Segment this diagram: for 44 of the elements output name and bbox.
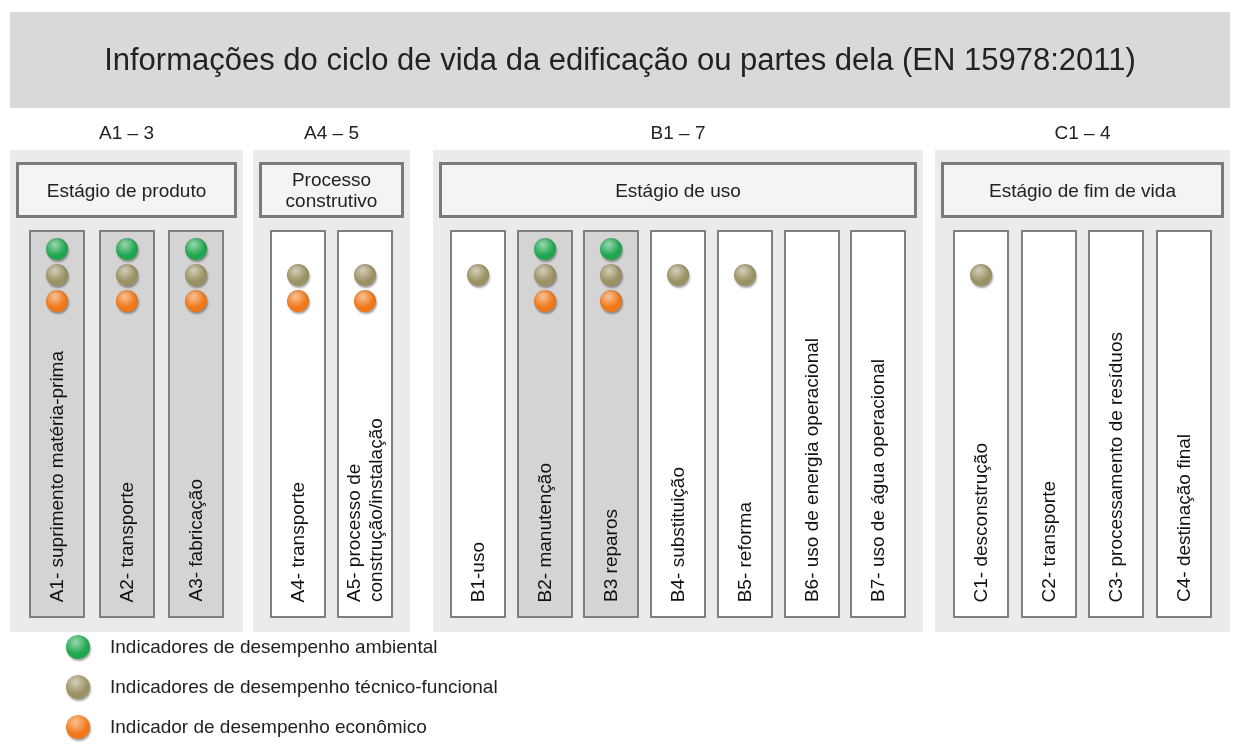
module-column <box>449 230 506 618</box>
module-column <box>167 230 224 618</box>
group-heading: A1 – 3 <box>99 120 154 145</box>
legend-label: Indicadores de desempenho ambiental <box>110 634 438 659</box>
module-column <box>952 230 1009 618</box>
module-label: A4- transporte <box>287 481 309 602</box>
module-column <box>29 230 86 618</box>
group-heading: B1 – 7 <box>650 120 706 145</box>
module-label: B5- reforma <box>733 501 756 602</box>
module-column <box>650 230 706 618</box>
module-label: C2- transporte <box>1037 480 1060 602</box>
module-label: B4- substituição <box>667 466 689 602</box>
module-column <box>850 230 907 618</box>
module-column <box>270 230 326 618</box>
group-heading: A4 – 5 <box>304 120 359 145</box>
module-label: A3- fabricação <box>184 479 207 602</box>
stage-header: Processo construtivo <box>259 162 404 218</box>
title-banner: Informações do ciclo de vida da edificação ou partes dela (EN 15978:2011) <box>10 12 1230 108</box>
module-label: A2- transporte <box>115 481 138 602</box>
module-column <box>98 230 155 618</box>
module-label: B7- uso de água operacional <box>867 359 890 602</box>
legend-label: Indicadores de desempenho técnico-funcional <box>110 674 498 699</box>
module-label: B3 reparos <box>600 509 623 602</box>
module-label: C3- processamento de resíduos <box>1105 331 1128 602</box>
module-column <box>783 230 840 618</box>
module-label: B1-uso <box>466 541 489 602</box>
module-column <box>516 230 573 618</box>
group-heading: C1 – 4 <box>1054 120 1111 145</box>
stage-header: Estágio de fim de vida <box>941 162 1224 218</box>
module-label: A1- suprimento matéria-prima <box>46 350 69 602</box>
module-column <box>716 230 773 618</box>
module-column <box>1020 230 1077 618</box>
module-column <box>1088 230 1145 618</box>
stage-header: Estágio de produto <box>16 162 237 218</box>
stage-header: Estágio de uso <box>439 162 917 218</box>
module-label: A5- processo de construção/instalação <box>343 417 387 602</box>
module-column <box>337 230 393 618</box>
module-label: B6- uso de energia operacional <box>800 337 823 602</box>
module-label: B2- manutenção <box>533 462 556 602</box>
module-column <box>1156 230 1213 618</box>
legend-label: Indicador de desempenho econômico <box>110 714 427 739</box>
module-column <box>583 230 640 618</box>
module-label: C1- desconstrução <box>969 442 992 602</box>
module-label: C4- destinação final <box>1173 434 1196 602</box>
